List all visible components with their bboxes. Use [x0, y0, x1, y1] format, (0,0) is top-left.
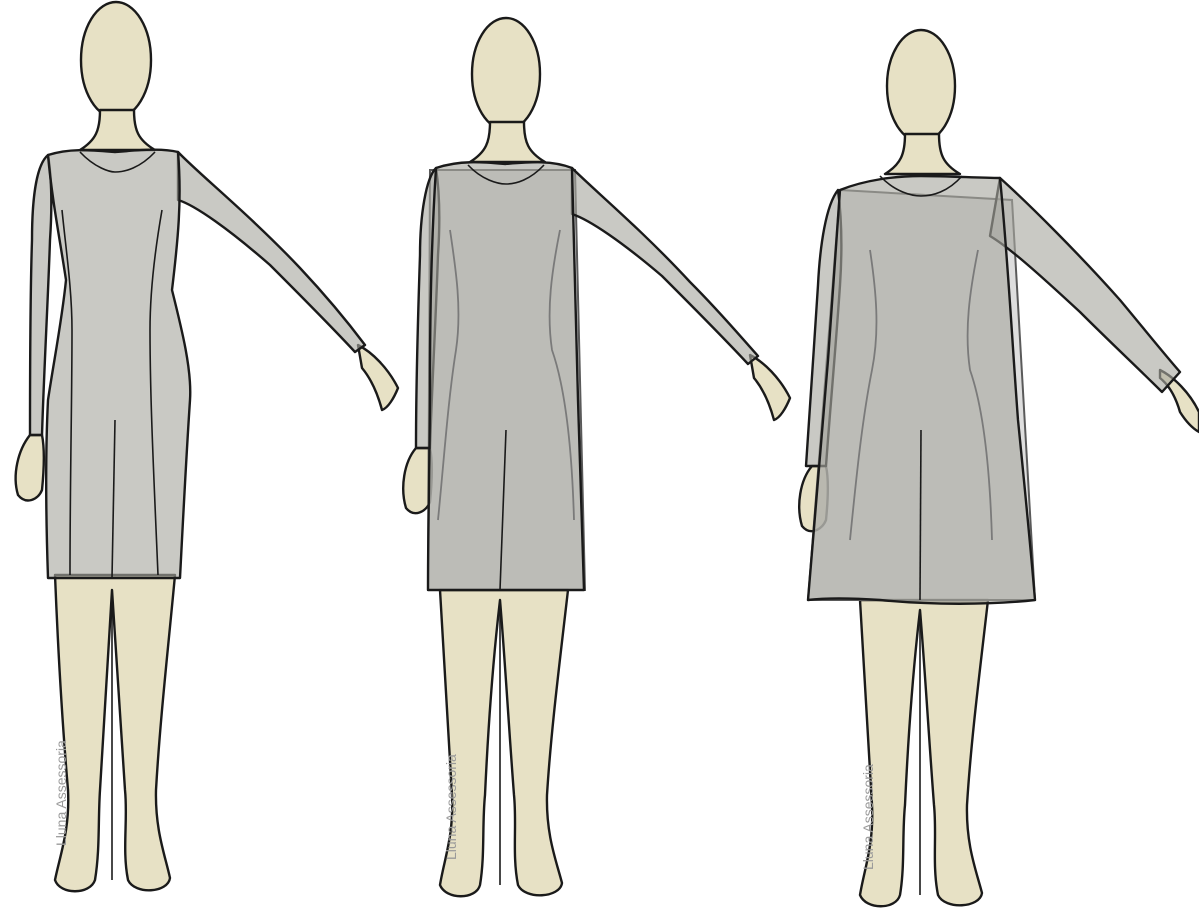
figure1-left-hand: [16, 435, 44, 500]
figure3-legs: [860, 600, 988, 906]
figure3-neck: [885, 134, 960, 174]
figure3-center-line: [920, 430, 921, 600]
figure-fitted-dress: Lluna Assessoria: [16, 2, 398, 891]
figure1-legs: [55, 575, 175, 891]
figure2-right-hand: [750, 355, 790, 420]
figure3-watermark: Lluna Assessoria: [860, 764, 876, 870]
figure2-legs: [440, 590, 568, 896]
figure2-neck: [470, 122, 545, 162]
figure2-dress-body: [428, 162, 584, 590]
figure2-head: [472, 18, 540, 130]
figure2-watermark: Lluna Assessoria: [443, 754, 459, 860]
figure3-dress-body: [808, 176, 1035, 604]
figure-a-line-dress: Lluna Assessoria: [799, 30, 1199, 906]
figure1-neck: [80, 110, 155, 150]
figure-straight-dress: Lluna Assessoria: [403, 18, 790, 896]
figure1-right-hand: [358, 345, 398, 410]
figure3-head: [887, 30, 955, 142]
figure2-right-sleeve: [572, 168, 758, 364]
figure1-watermark: Lluna Assessoria: [53, 740, 69, 846]
figure1-head: [81, 2, 151, 118]
figure1-right-sleeve: [178, 152, 365, 352]
